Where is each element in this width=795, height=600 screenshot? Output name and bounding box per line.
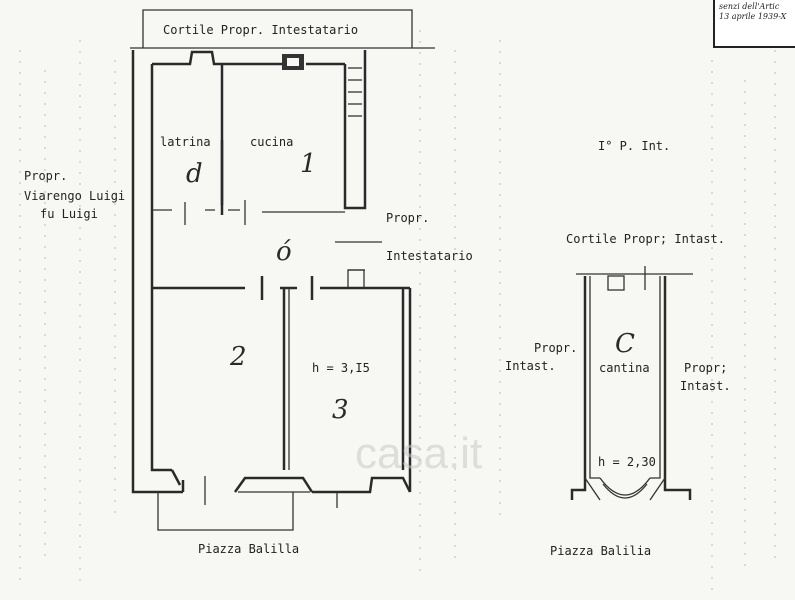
right-neighbor-line-2: Intestatario: [386, 249, 473, 263]
room-mark-2: 2: [229, 342, 247, 372]
basement-plan: [570, 266, 693, 501]
basement-street-label: Piazza Balilia: [550, 544, 651, 558]
room-3-height: h = 3,I5: [312, 361, 370, 375]
room-latrina-label: latrina: [160, 135, 211, 149]
left-neighbor-line-1: Propr.: [24, 169, 67, 183]
ground-floor-plan: [130, 9, 435, 531]
left-neighbor-line-2: Viarengo Luigi: [24, 189, 125, 203]
basement-courtyard-label: Cortile Propr; Intast.: [566, 232, 725, 246]
room-cucina-label: cucina: [250, 135, 293, 149]
watermark: casa.it: [355, 429, 482, 478]
basement-right-neighbor-2: Intast.: [680, 379, 731, 393]
hall-mark: ó: [276, 237, 292, 267]
stamp-line-1: senzi dell'Artic: [719, 2, 780, 11]
courtyard-label: Cortile Propr. Intestatario: [163, 23, 358, 37]
scan-noise: [19, 30, 776, 590]
room-mark-d: d: [186, 159, 203, 189]
cantina-label: cantina: [599, 361, 650, 375]
basement-mark-c: C: [615, 329, 635, 359]
stamp-line-2: 13 aprile 1939-X: [719, 12, 787, 21]
room-mark-1: 1: [300, 149, 317, 179]
cantina-height: h = 2,30: [598, 455, 656, 469]
approval-stamp: senzi dell'Artic 13 aprile 1939-X: [713, 0, 795, 48]
left-neighbor-line-3: fu Luigi: [40, 207, 98, 221]
basement-left-neighbor-2: Intast.: [505, 359, 556, 373]
basement-left-neighbor-1: Propr.: [534, 341, 577, 355]
basement-right-neighbor-1: Propr;: [684, 361, 727, 375]
level-label: I° P. Int.: [598, 139, 670, 153]
room-mark-3: 3: [332, 395, 349, 425]
ground-floor-street-label: Piazza Balilla: [198, 542, 299, 556]
right-neighbor-line-1: Propr.: [386, 211, 429, 225]
